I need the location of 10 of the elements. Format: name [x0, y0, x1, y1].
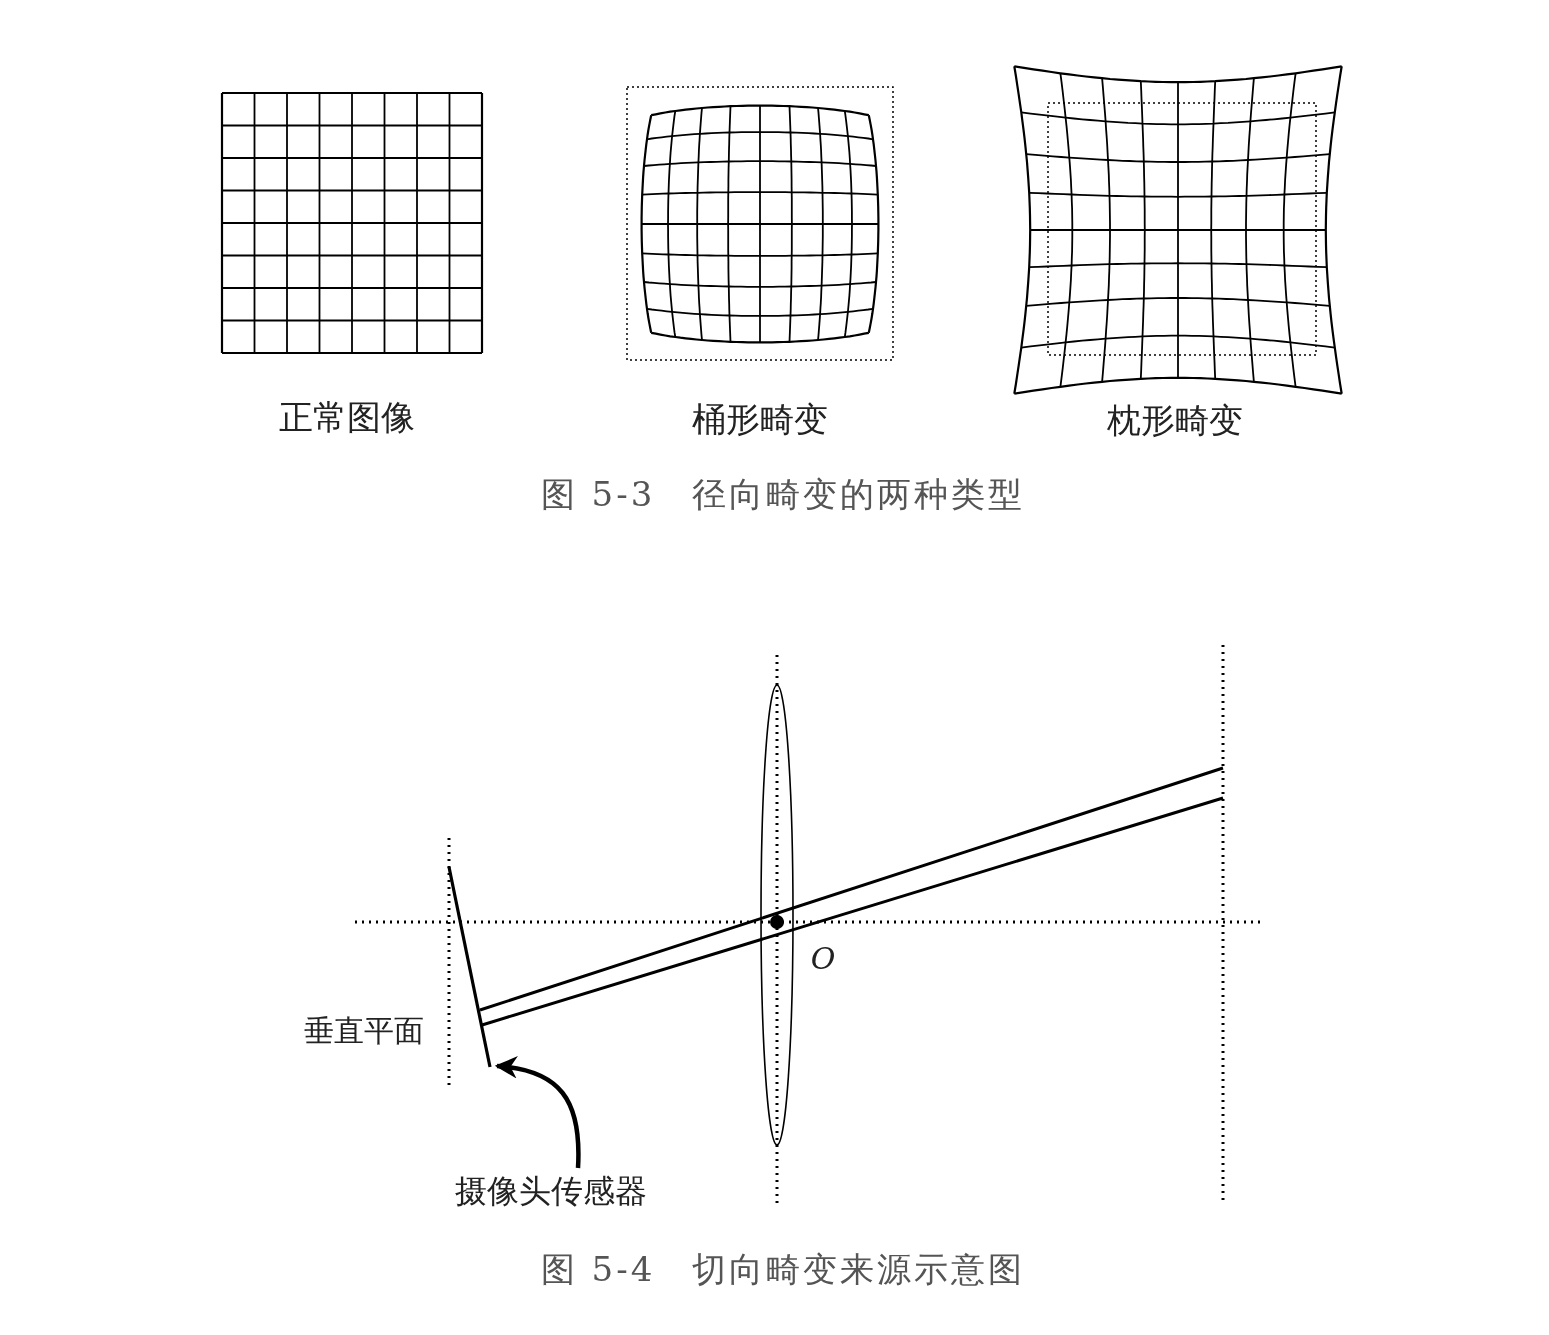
leader-arrow — [494, 1056, 581, 1169]
figure-caption: 图 5-3 径向畸变的两种类型 — [540, 476, 1026, 514]
figure-label: 桶形畸变 — [692, 401, 828, 439]
point-label: O — [810, 941, 836, 975]
figure-label: 枕形畸变 — [1107, 402, 1243, 440]
figure-label: 正常图像 — [279, 399, 415, 437]
sensor-plane — [447, 866, 492, 1068]
node-label: 摄像头传感器 — [455, 1174, 647, 1210]
part-label: 垂直平面 — [304, 1013, 424, 1047]
figure-caption: 图 5-4 切向畸变来源示意图 — [540, 1251, 1026, 1289]
